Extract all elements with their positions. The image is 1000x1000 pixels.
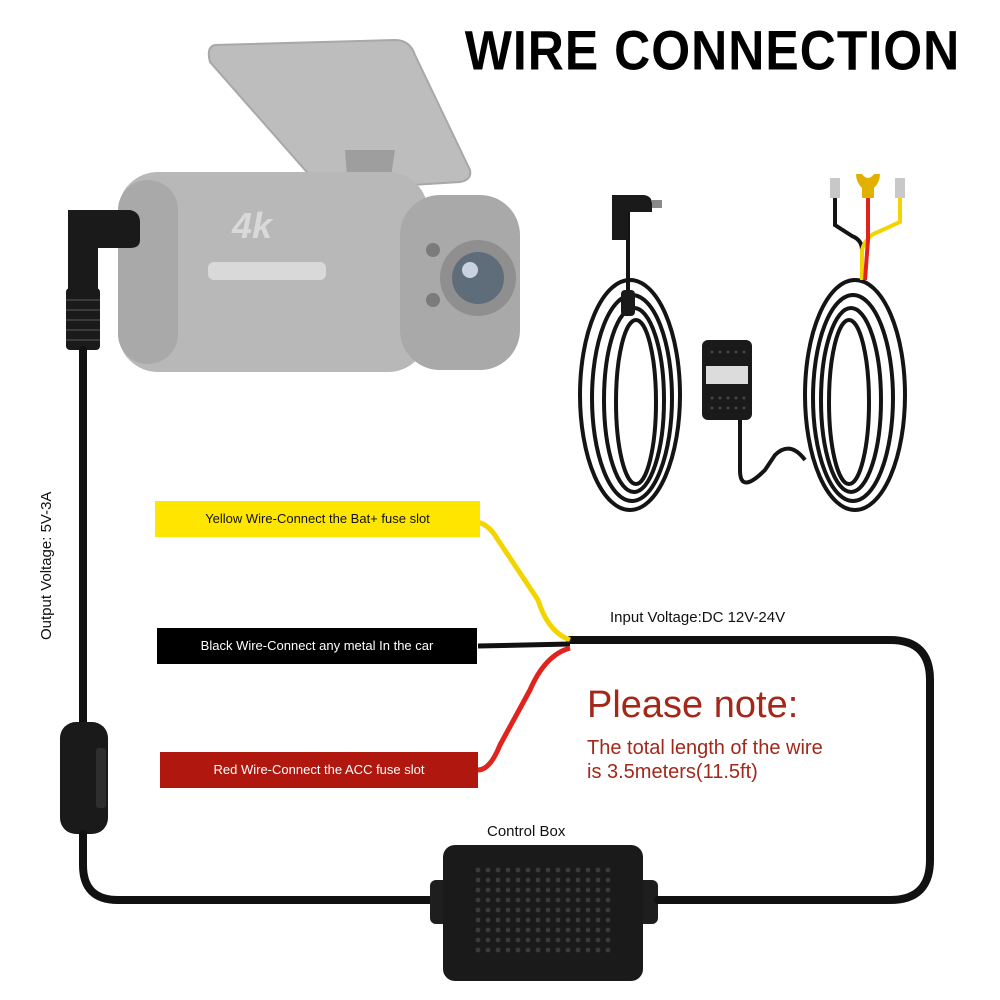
cable-to-box — [79, 830, 444, 904]
camera-light-strip — [208, 262, 326, 280]
note-line-1: The total length of the wire — [587, 737, 823, 759]
black-wire — [477, 641, 571, 649]
output-voltage-label: Output Voltage: 5V-3A — [38, 491, 55, 640]
black-wire-label: Black Wire-Connect any metal In the car — [157, 628, 477, 664]
control-box-vents — [475, 867, 611, 953]
mini-split-leads — [833, 195, 902, 281]
ferrite-clip — [96, 748, 106, 808]
camera-4k-badge: 4k — [232, 205, 273, 246]
camera-plug — [66, 210, 140, 350]
red-wire-label: Red Wire-Connect the ACC fuse slot — [160, 752, 478, 788]
input-voltage-label: Input Voltage:DC 12V-24V — [610, 609, 786, 626]
mount-plate — [207, 38, 472, 192]
ir-led-icon — [426, 293, 440, 307]
yellow-wire-label: Yellow Wire-Connect the Bat+ fuse slot — [155, 501, 480, 537]
ir-led-icon — [426, 243, 440, 257]
note-heading: Please note: — [587, 684, 799, 726]
camera-end-cap — [118, 180, 178, 364]
mini-ferrite-core — [621, 290, 635, 316]
lens-icon — [452, 252, 504, 304]
yellow-wire — [471, 518, 571, 643]
control-box-label: Control Box — [487, 823, 566, 840]
note-body: The total length of the wire is 3.5meter… — [587, 736, 823, 784]
control-box — [430, 845, 658, 981]
page-title: WIRE CONNECTION — [464, 19, 961, 82]
dash-camera — [118, 38, 520, 372]
ferrite-core — [60, 722, 108, 834]
red-wire — [477, 645, 571, 773]
lens-glint — [462, 262, 478, 278]
mini-terminals — [830, 174, 905, 198]
mini-control-box — [702, 340, 752, 420]
mini-usb-plug — [612, 195, 662, 240]
note-line-2: is 3.5meters(11.5ft) — [587, 761, 758, 783]
input-cable — [566, 636, 934, 904]
